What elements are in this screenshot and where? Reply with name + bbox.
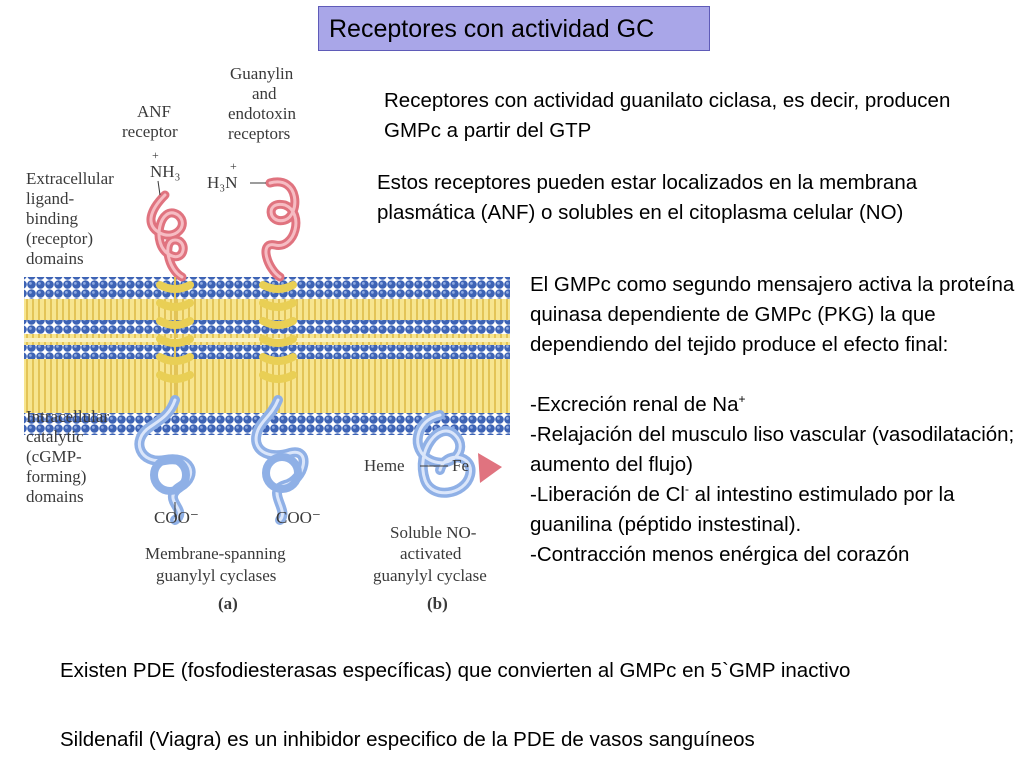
guanylin-label-3: endotoxin <box>228 104 296 123</box>
gc-definition-text: Receptores con actividad guanilato cicla… <box>384 89 951 142</box>
extracellular-label-4: (receptor) <box>26 229 93 248</box>
effect-vascular: -Relajación del musculo liso vascular (v… <box>530 423 1015 476</box>
anf-receptor <box>134 190 196 525</box>
soluble-label-3: guanylyl cyclase <box>373 566 487 585</box>
anf-label-2: receptor <box>122 122 178 141</box>
h3n-charge: + <box>230 159 237 173</box>
intracellular-label-3: (cGMP- <box>26 447 82 466</box>
fe-label: Fe <box>452 456 469 475</box>
heme-label: Heme <box>364 456 405 475</box>
effect-heart: -Contracción menos enérgica del corazón <box>530 543 910 566</box>
intracellular-label-1: Intracellular <box>26 407 109 426</box>
panel-b-label: (b) <box>427 594 448 613</box>
coo-label-right: COO⁻ <box>276 508 321 527</box>
soluble-label-1: Soluble NO- <box>390 523 477 542</box>
guanylyl-cyclase-diagram: ANF receptor Guanylin and endotoxin rece… <box>24 64 510 613</box>
heme-group-icon <box>478 453 502 483</box>
soluble-label-2: activated <box>400 544 462 563</box>
extracellular-label-5: domains <box>26 249 84 268</box>
panel-a-label: (a) <box>218 594 238 613</box>
guanylin-label-1: Guanylin <box>230 64 294 83</box>
intracellular-label-4: forming) <box>26 467 86 486</box>
membrane-spanning-label-2: guanylyl cyclases <box>156 566 276 585</box>
second-messenger-block: El GMPc como segundo mensajero activa la… <box>530 270 1020 570</box>
sildenafil-text: Sildenafil (Viagra) es un inhibidor espe… <box>60 728 755 751</box>
guanylin-label-2: and <box>252 84 277 103</box>
intracellular-label-2: catalytic <box>26 427 84 446</box>
h3n-label: H₃N <box>207 173 237 192</box>
extracellular-label-3: binding <box>26 209 78 228</box>
receptor-location-text: Estos receptores pueden estar localizado… <box>377 171 918 224</box>
nh3-label: NH₃ <box>150 162 181 181</box>
guanylin-label-4: receptors <box>228 124 290 143</box>
effect-chloride: -Liberación de Cl- al intestino estimula… <box>530 482 955 536</box>
extracellular-label-1: Extracellular <box>26 169 114 188</box>
pde-text: Existen PDE (fosfodiesterasas específica… <box>60 659 851 682</box>
guanylin-receptor <box>251 177 309 525</box>
soluble-guanylyl-cyclase <box>412 410 502 498</box>
coo-label-left: COO⁻ <box>154 508 199 527</box>
anf-label-1: ANF <box>137 102 171 121</box>
second-messenger-text: El GMPc como segundo mensajero activa la… <box>530 273 1015 356</box>
membrane-spanning-label-1: Membrane-spanning <box>145 544 286 563</box>
nh3-charge: + <box>152 148 159 162</box>
intracellular-label-5: domains <box>26 487 84 506</box>
effect-sodium: -Excreción renal de Na+ <box>530 392 746 416</box>
extracellular-label-2: ligand- <box>26 189 74 208</box>
slide-title: Receptores con actividad GC <box>318 6 710 51</box>
